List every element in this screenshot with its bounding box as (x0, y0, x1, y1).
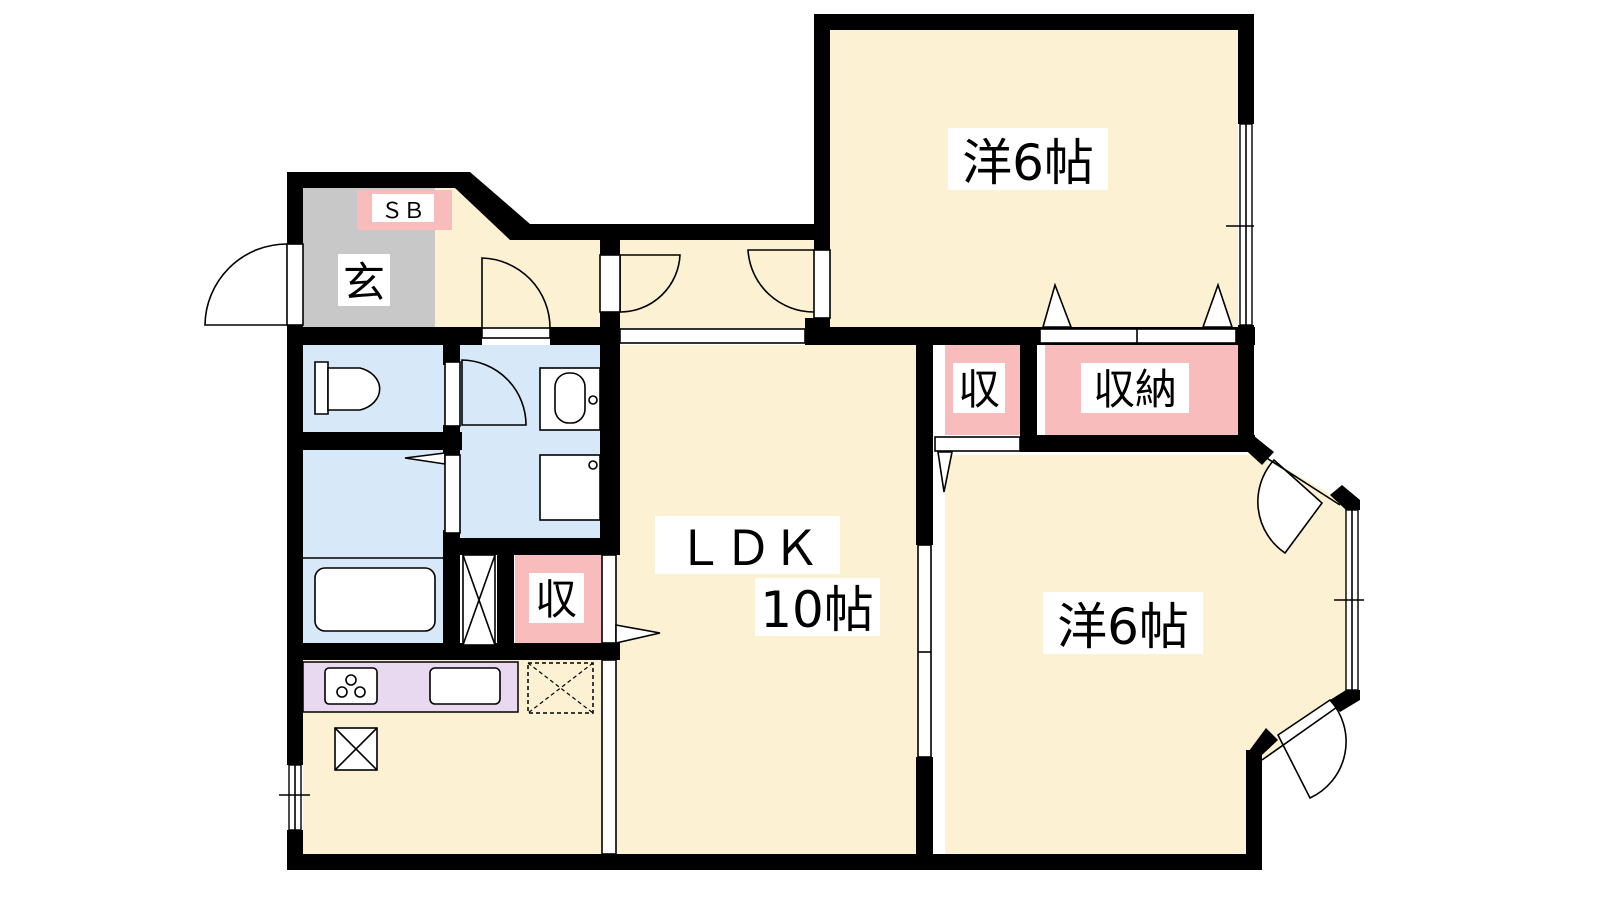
wall (287, 172, 462, 188)
fixtures (302, 361, 601, 771)
wall (1020, 327, 1037, 452)
wall (287, 432, 462, 450)
wall (916, 757, 933, 870)
door-icon (1276, 698, 1347, 800)
room-label-ldk-size: 10帖 (760, 581, 874, 639)
wall (1238, 14, 1254, 124)
wall (1238, 325, 1254, 443)
bathtub-icon (303, 557, 443, 632)
wall (443, 425, 460, 455)
wall (916, 327, 933, 545)
wall (287, 327, 482, 345)
wall (443, 345, 460, 365)
storage-cabinet-icon (462, 554, 496, 646)
room-label-western-top: 洋6帖 (962, 134, 1094, 192)
wall (1330, 485, 1360, 510)
wall (1246, 750, 1262, 870)
wall (515, 224, 830, 240)
labels: 洋6帖 洋6帖 ＬＤＫ 10帖 玄 ＳＢ 収 収納 収 (338, 128, 1203, 656)
door-icon (1257, 458, 1324, 555)
room-label-western-bottom: 洋6帖 (1057, 598, 1189, 656)
room-label-storage-small-left: 収 (535, 575, 577, 624)
refrigerator-space-icon (527, 662, 594, 714)
doors (204, 243, 1347, 855)
room-label-storage-large: 収納 (1093, 365, 1177, 414)
window-icon (1261, 454, 1341, 761)
room-label-shoe-box: ＳＢ (381, 199, 425, 224)
door-icon (619, 328, 806, 344)
door-icon (1039, 282, 1237, 344)
wall (497, 538, 514, 658)
wall (1020, 435, 1255, 452)
ventilation-icon (334, 727, 378, 771)
door-icon (601, 659, 617, 855)
wall (1246, 728, 1278, 755)
window-icon (1334, 509, 1364, 691)
walls (287, 14, 1360, 870)
wall (443, 530, 460, 660)
sink-icon (429, 667, 501, 705)
wall (600, 327, 620, 555)
wall (455, 172, 530, 240)
room-label-storage-small-right: 収 (958, 365, 1000, 414)
window-icon (1226, 123, 1254, 326)
window-icon (279, 764, 310, 831)
wall (814, 14, 830, 250)
door-icon (404, 452, 461, 534)
wall (814, 14, 1254, 30)
door-icon (747, 249, 831, 319)
windows (279, 123, 1364, 831)
door-icon (917, 544, 932, 758)
door-icon (204, 243, 304, 326)
washbasin-icon (539, 367, 601, 431)
room-label-entrance: 玄 (343, 258, 385, 307)
room-label-ldk: ＬＤＫ (676, 521, 820, 577)
door-icon (601, 554, 661, 645)
door-icon (481, 257, 551, 339)
wall (287, 325, 303, 765)
wall (600, 240, 620, 255)
stove-icon (324, 667, 378, 705)
door-icon (599, 254, 681, 313)
door-icon (444, 359, 527, 427)
door-icon (934, 436, 1021, 493)
toilet-icon (314, 361, 381, 415)
washing-machine-icon (539, 454, 601, 521)
wall (287, 854, 1254, 870)
wall (287, 172, 303, 244)
wall (445, 538, 620, 555)
